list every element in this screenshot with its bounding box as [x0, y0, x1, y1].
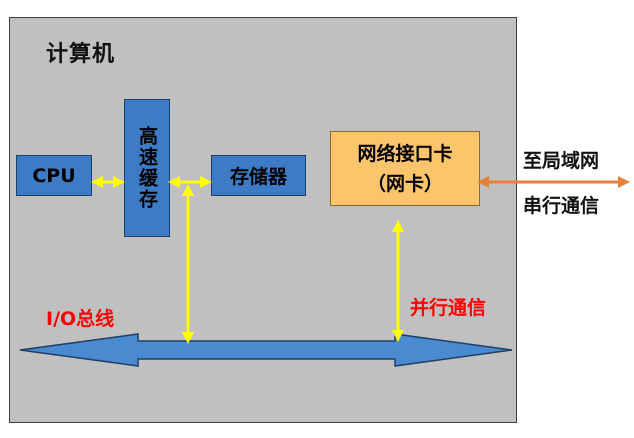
io-bus-label: I/O总线: [46, 308, 115, 330]
memory-box: 存储器: [211, 155, 306, 196]
cache-label: 高速缓存: [136, 126, 158, 210]
network-interface-card-box: 网络接口卡 （网卡）: [330, 131, 480, 206]
cpu-label: CPU: [32, 164, 76, 187]
nic-label-line2: （网卡）: [366, 172, 443, 195]
serial-communication-label: 串行通信: [523, 195, 600, 217]
nic-label-line1: 网络接口卡: [357, 142, 453, 165]
parallel-communication-label: 并行通信: [410, 297, 487, 319]
to-lan-label: 至局域网: [523, 150, 600, 172]
cpu-box: CPU: [16, 155, 92, 196]
computer-title: 计算机: [46, 42, 116, 67]
cache-box: 高速缓存: [124, 99, 170, 237]
io-bus-arrow: [19, 333, 513, 367]
memory-label: 存储器: [229, 166, 287, 188]
